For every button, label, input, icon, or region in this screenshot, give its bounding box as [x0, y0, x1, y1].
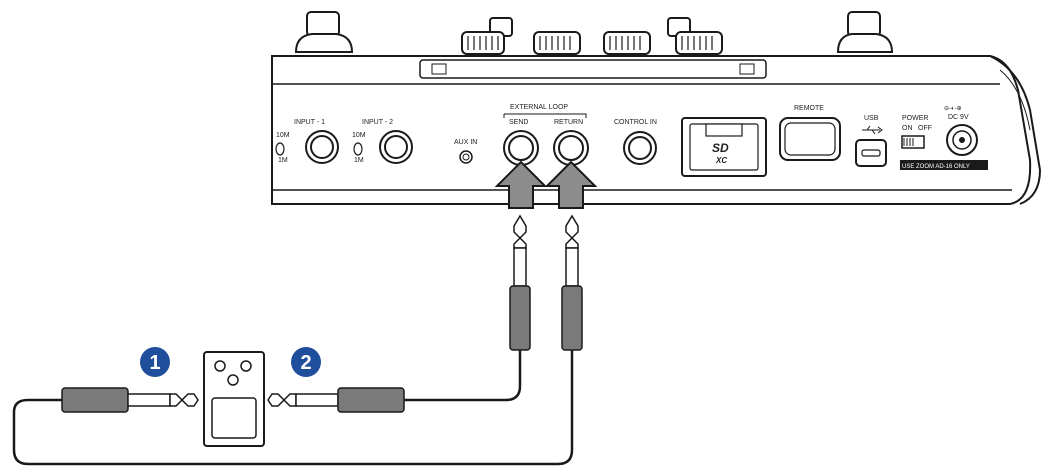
input-2-section: INPUT - 2 10M 1M — [352, 119, 413, 164]
impedance-switch-2[interactable] — [353, 142, 363, 156]
switch-high-label-1: 10M — [276, 132, 290, 139]
sd-logo: SD — [712, 141, 729, 155]
send-arrow — [494, 160, 548, 209]
pedal-footswitch — [211, 397, 257, 439]
step-badge-2: 2 — [291, 347, 321, 377]
usb-label: USB — [864, 115, 879, 122]
dc-label: DC 9V — [948, 114, 969, 121]
external-loop-label: EXTERNAL LOOP — [510, 104, 568, 111]
dc-section: ⊖-◐-⊕ DC 9V — [944, 106, 978, 156]
pedal-input-plug — [61, 387, 199, 413]
footswitch-right — [836, 11, 894, 53]
power-section: POWER ON OFF USE ZOOM AD-16 ONLY — [900, 115, 988, 170]
footswitch-left — [294, 11, 354, 53]
input-1-section: INPUT - 1 10M 1M — [275, 119, 339, 164]
aux-in-section: AUX IN — [454, 139, 477, 164]
sd-card-slot[interactable]: SD XC — [681, 117, 767, 177]
return-label: RETURN — [554, 119, 583, 126]
remote-label: REMOTE — [794, 105, 824, 112]
usb-section: USB — [855, 115, 887, 167]
external-loop-section: EXTERNAL LOOP SEND RETURN — [503, 104, 589, 166]
pedal-knob-2 — [240, 360, 252, 372]
return-plug — [561, 214, 583, 351]
input-1-label: INPUT - 1 — [294, 119, 325, 126]
power-label: POWER — [902, 115, 928, 122]
control-in-section: CONTROL IN — [614, 119, 657, 165]
pedal-knob-3 — [227, 374, 239, 386]
power-on-label: ON — [902, 125, 913, 132]
device-panel — [271, 55, 1042, 205]
switch-low-label-2: 1M — [354, 157, 364, 164]
knob-3 — [603, 31, 651, 55]
svg-text:1: 1 — [149, 352, 160, 374]
impedance-switch-1[interactable] — [275, 142, 285, 156]
cables — [12, 350, 574, 466]
remote-section: REMOTE — [779, 105, 841, 161]
input-2-label: INPUT - 2 — [362, 119, 393, 126]
send-label: SEND — [509, 119, 528, 126]
switch-high-label-2: 10M — [352, 132, 366, 139]
effect-pedal — [203, 351, 265, 447]
knob-1 — [461, 17, 513, 55]
power-off-label: OFF — [918, 125, 932, 132]
knob-4 — [667, 17, 723, 55]
pedal-knob-1 — [214, 360, 226, 372]
svg-text:2: 2 — [300, 352, 311, 374]
adapter-note: USE ZOOM AD-16 ONLY — [902, 164, 970, 170]
switch-low-label-1: 1M — [278, 157, 288, 164]
return-cable — [12, 350, 574, 466]
sd-xc-logo: XC — [715, 156, 727, 165]
usb-icon — [862, 125, 883, 135]
send-cable — [404, 350, 522, 402]
polarity-icon: ⊖-◐-⊕ — [944, 106, 962, 112]
control-in-label: CONTROL IN — [614, 119, 657, 126]
step-badge-1: 1 — [140, 347, 170, 377]
aux-in-label: AUX IN — [454, 139, 477, 146]
send-plug — [509, 214, 531, 351]
knob-2 — [533, 31, 581, 55]
return-arrow — [544, 160, 598, 209]
pedal-output-plug — [267, 387, 405, 413]
device-top — [294, 11, 894, 55]
